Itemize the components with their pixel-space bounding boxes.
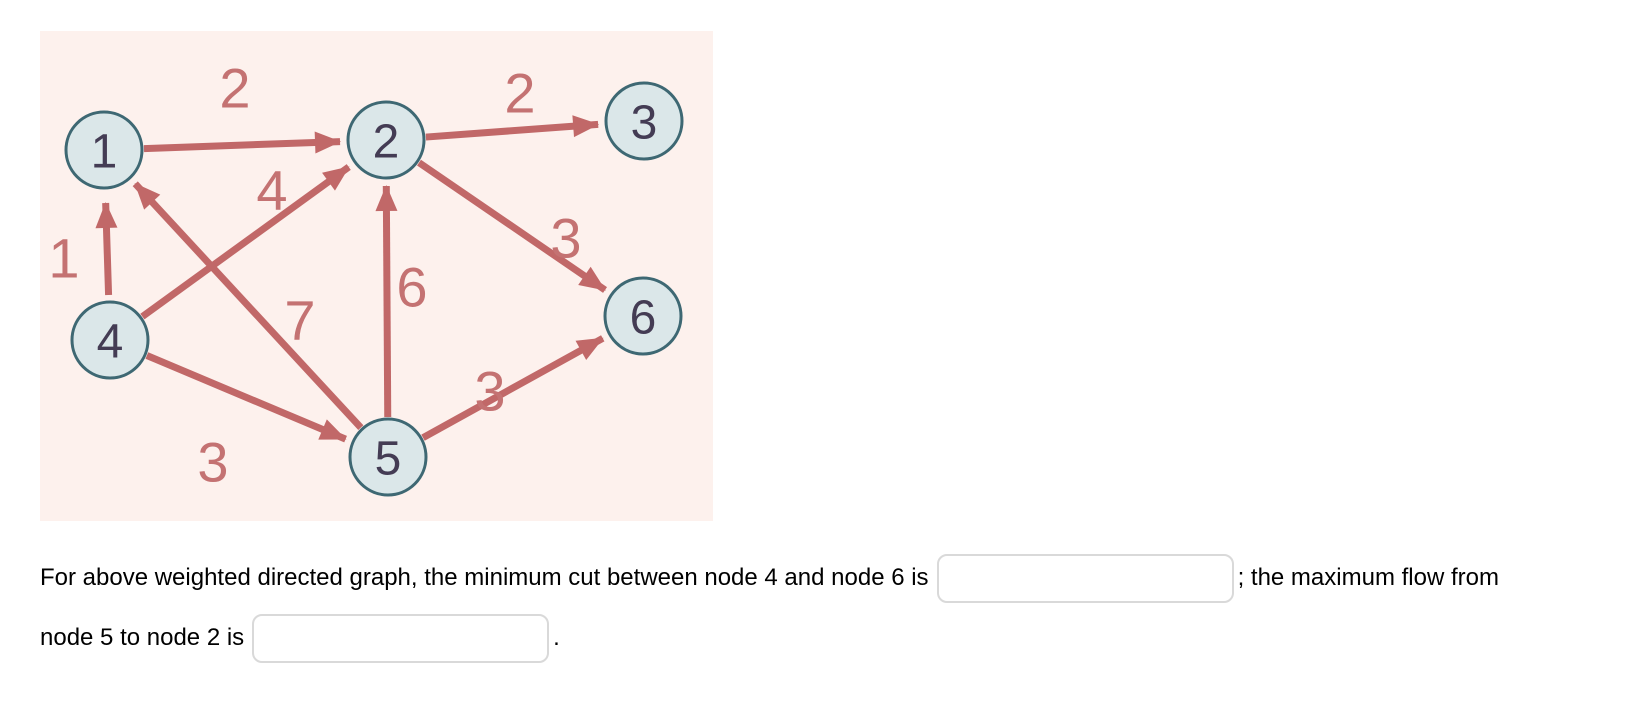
node-label-5: 5 — [375, 433, 402, 486]
node-circle-4 — [70, 300, 150, 380]
edge-4-to-5 — [145, 352, 347, 443]
question-text-block: For above weighted directed graph, the m… — [40, 548, 1642, 668]
edge-5-to-6 — [421, 335, 605, 441]
edge-5-to-1 — [132, 181, 364, 431]
edge-weight-5-to-6: 3 — [474, 360, 505, 423]
edge-weight-5-to-2: 6 — [396, 256, 427, 319]
node-label-2: 2 — [373, 116, 400, 169]
edge-weight-5-to-1: 7 — [284, 289, 315, 352]
edge-weight-1-to-2: 2 — [219, 57, 250, 120]
edge-5-to-2 — [375, 184, 398, 418]
question-line-2: node 5 to node 2 is. — [40, 608, 1642, 668]
max-flow-answer-input[interactable] — [252, 614, 550, 664]
node-circle-5 — [348, 417, 428, 497]
node-circle-6 — [603, 276, 683, 356]
edge-weight-4-to-5: 3 — [197, 431, 228, 494]
question-part-1: For above weighted directed graph, the m… — [40, 564, 929, 591]
edge-weight-2-to-6: 3 — [550, 207, 581, 270]
question-line-1: For above weighted directed graph, the m… — [40, 548, 1642, 608]
node-label-4: 4 — [97, 316, 124, 369]
node-label-1: 1 — [91, 126, 118, 179]
edge-weight-2-to-3: 2 — [504, 62, 535, 125]
node-circle-2 — [346, 100, 426, 180]
question-part-2: ; the maximum flow from — [1237, 564, 1499, 591]
min-cut-answer-input[interactable] — [936, 554, 1234, 604]
edge-2-to-3 — [425, 115, 600, 141]
node-label-3: 3 — [631, 97, 658, 150]
question-part-3: node 5 to node 2 is — [40, 624, 245, 651]
edge-weight-4-to-2: 4 — [256, 159, 287, 222]
question-part-4: . — [553, 624, 560, 651]
node-label-6: 6 — [630, 292, 657, 345]
edge-4-to-2 — [140, 164, 351, 320]
node-circle-1 — [64, 110, 144, 190]
node-circle-3 — [604, 81, 684, 161]
edge-4-to-1 — [95, 201, 118, 296]
edge-2-to-6 — [417, 159, 608, 293]
edge-1-to-2 — [143, 131, 342, 154]
edge-weight-4-to-1: 1 — [48, 227, 79, 290]
